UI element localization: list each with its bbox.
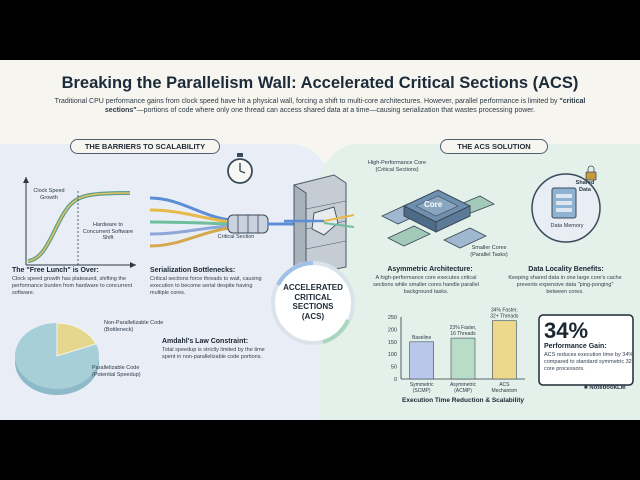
- bar-annotation: 34% Faster,: [491, 308, 518, 314]
- amdahl-pie-chart: [15, 322, 99, 395]
- amdahl-title: Amdahl's Law Constraint:: [162, 338, 249, 345]
- threads-funnel-icon: [149, 196, 300, 248]
- free-lunch-title: The "Free Lunch" is Over:: [12, 267, 99, 274]
- bar: [492, 320, 517, 380]
- asymmetric-title: Asymmetric Architecture:: [387, 266, 473, 273]
- brand-label: ■ NotebookLM: [584, 385, 626, 391]
- category-label: (ACMP): [454, 388, 472, 394]
- clock-speed-label: Clock Speed Growth: [33, 188, 65, 201]
- pie-parallel-label: Parallelizable Code (Potential Speedup): [92, 365, 141, 378]
- free-lunch-body: Clock speed growth has plateaued, shifti…: [12, 276, 133, 296]
- pie-nonparallel-label: Non-Parallelizable Code (Bottleneck): [104, 320, 164, 333]
- y-tick-label: 0: [394, 377, 397, 383]
- core-label: Core: [424, 200, 443, 209]
- page-title: Breaking the Parallelism Wall: Accelerat…: [61, 74, 579, 92]
- category-label: (SCMP): [413, 388, 431, 394]
- page-subtitle: Traditional CPU performance gains from c…: [54, 98, 586, 114]
- y-tick-label: 50: [391, 365, 397, 371]
- bar-annotation: Baseline: [412, 335, 431, 341]
- small-cores-label: Smaller Cores (Parallel Tasks): [470, 245, 508, 258]
- acs-center-title: ACCELERATED CRITICAL SECTIONS (ACS): [283, 283, 343, 321]
- locality-body: Keeping shared data in one large core's …: [508, 275, 622, 295]
- bar-annotation: 16 Threads: [450, 331, 476, 337]
- bar: [450, 337, 476, 380]
- acs-ring: [271, 261, 355, 345]
- category-label: Symmetric: [410, 382, 434, 388]
- performance-gain-title: Performance Gain:: [544, 343, 607, 350]
- asymmetric-body: A high-performance core executes critica…: [373, 275, 479, 295]
- barriers-header: THE BARRIERS TO SCALABILITY: [70, 139, 220, 154]
- amdahl-body: Total speedup is strictly limited by the…: [162, 347, 265, 360]
- hardware-shift-label: Hardware to Concurrent Software Shift: [82, 222, 134, 241]
- clock-speed-chart-icon: [23, 177, 136, 268]
- category-label: Mechanism: [492, 388, 518, 394]
- critical-section-label: Critical Section: [217, 234, 255, 240]
- data-memory-icon: [531, 165, 601, 243]
- chart-title: Execution Time Reduction & Scalability: [402, 397, 524, 404]
- performance-gain-body: ACS reduces execution time by 34% compar…: [544, 352, 634, 372]
- category-label: ACS: [499, 382, 510, 388]
- notebook-icon: ■: [584, 385, 588, 391]
- shared-data-label: Shared Data: [575, 180, 595, 193]
- broken-wall-icon: [284, 174, 355, 276]
- performance-box: [538, 314, 634, 386]
- y-tick-label: 100: [388, 352, 397, 358]
- serialization-body: Critical sections force threads to wait,…: [150, 276, 262, 296]
- y-tick-label: 200: [388, 327, 397, 333]
- cpu-cores-icon: [381, 189, 495, 249]
- data-memory-label: Data Memory: [550, 223, 584, 229]
- category-label: Asymmetric: [450, 382, 477, 388]
- serialization-title: Serialization Bottlenecks:: [150, 267, 236, 274]
- bar: [409, 341, 434, 380]
- infographic: Breaking the Parallelism Wall: Accelerat…: [0, 60, 640, 420]
- stopwatch-icon: [227, 153, 253, 184]
- locality-title: Data Locality Benefits:: [528, 266, 604, 273]
- bar-annotation: 32+ Threads: [490, 314, 519, 320]
- performance-gain-number: 34%: [544, 318, 589, 343]
- hp-core-label: High-Performance Core (Critical Sections…: [367, 160, 427, 173]
- solution-header: THE ACS SOLUTION: [440, 139, 548, 154]
- y-tick-label: 150: [388, 340, 397, 346]
- y-tick-label: 250: [388, 315, 397, 321]
- bar-annotation: 23% Faster,: [450, 325, 477, 331]
